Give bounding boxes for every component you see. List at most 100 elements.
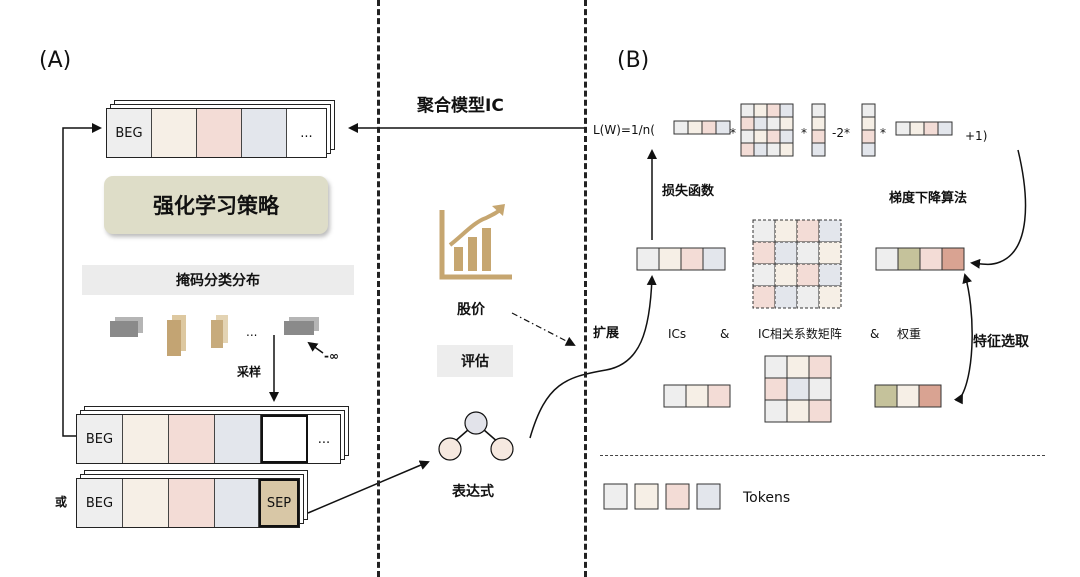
- token-cell: [197, 109, 242, 157]
- selected-weight-cell: [918, 384, 942, 408]
- ic-matrix-cell: [796, 241, 820, 265]
- sep-to-expression-arrow: [307, 460, 430, 514]
- formula-matrix-cell: [766, 103, 781, 118]
- rl-policy-label: 强化学习策略: [153, 194, 279, 218]
- selected-weight-cell: [874, 384, 898, 408]
- price-dashdot-arrow: [511, 312, 576, 346]
- ic-matrix-cell: [796, 285, 820, 309]
- ampersand: &: [720, 327, 730, 341]
- tokens-legend-label: Tokens: [743, 490, 791, 506]
- weight-cell: [919, 247, 943, 271]
- formula-vector-cell: [701, 120, 717, 135]
- formula-matrix-cell: [753, 142, 768, 157]
- formula-matrix-cell: [766, 142, 781, 157]
- ics-cell: [680, 247, 704, 271]
- expand-label: 扩展: [593, 326, 620, 341]
- selected-ics-cell: [685, 384, 709, 408]
- stock-price-label: 股价: [457, 302, 485, 318]
- op-minus2: -2*: [832, 126, 850, 140]
- formula-column-cell: [811, 129, 826, 144]
- neg-inf-arrow: [307, 341, 324, 354]
- formula-matrix-cell: [753, 129, 768, 144]
- separator-horizontal: [600, 455, 1045, 456]
- evaluate-box: 评估: [437, 345, 513, 377]
- separator-left: [377, 0, 380, 577]
- feature-select-arrow: [953, 273, 973, 405]
- feature-select-label: 特征选取: [973, 334, 1029, 350]
- expression-tree-icon: [438, 411, 514, 461]
- ic-matrix-cell: [818, 219, 842, 243]
- formula-matrix-cell: [740, 142, 755, 157]
- selected-ics-cell: [707, 384, 731, 408]
- neg-inf-label: -∞: [324, 349, 339, 363]
- weight-cell: [941, 247, 965, 271]
- token-cell: [152, 109, 197, 157]
- ic-matrix-cell: [752, 285, 776, 309]
- token-cell: [169, 479, 215, 527]
- token-cell: [215, 415, 261, 463]
- formula-vector-cell: [937, 121, 953, 136]
- selected-matrix-cell: [786, 399, 810, 423]
- formula-matrix-cell: [779, 142, 794, 157]
- ics-cell: [702, 247, 726, 271]
- sample-label: 采样: [237, 365, 262, 379]
- ic-matrix-cell: [752, 263, 776, 287]
- ic-matrix-cell: [774, 263, 798, 287]
- token-cell: [169, 415, 215, 463]
- legend-token-swatch: [665, 483, 690, 510]
- selected-matrix-cell: [764, 399, 788, 423]
- expand-curve-arrow: [529, 275, 657, 439]
- panel-b-label: (B): [617, 48, 650, 73]
- formula-matrix-cell: [766, 129, 781, 144]
- ic-matrix-cell: [818, 285, 842, 309]
- op-mult: *: [801, 126, 807, 140]
- separator-right: [584, 0, 587, 577]
- top-token-row: BEG ...: [106, 108, 327, 158]
- ic-matrix-cell: [818, 263, 842, 287]
- token-beg: BEG: [77, 415, 123, 463]
- selected-matrix-cell: [808, 355, 832, 379]
- panel-a-label: (A): [39, 48, 72, 73]
- formula-matrix-cell: [740, 116, 755, 131]
- ic-matrix-cell: [796, 219, 820, 243]
- matrix-grids: [603, 103, 965, 510]
- formula-column-cell: [861, 129, 876, 144]
- formula-column-cell: [811, 103, 826, 118]
- token-beg: BEG: [77, 479, 123, 527]
- formula-column-cell: [861, 103, 876, 118]
- ics-cell: [636, 247, 660, 271]
- selected-ics-cell: [663, 384, 687, 408]
- token-cell: [215, 479, 259, 527]
- token-ellipsis: ...: [317, 431, 331, 447]
- gradient-descent-arrow: [970, 149, 1027, 269]
- gradient-descent-label: 梯度下降算法: [889, 191, 968, 206]
- formula-matrix-cell: [740, 103, 755, 118]
- weight-cell: [897, 247, 921, 271]
- token-sampled-slot: [261, 415, 308, 463]
- ics-cell: [658, 247, 682, 271]
- formula-vector-cell: [673, 120, 689, 135]
- formula-matrix-cell: [779, 129, 794, 144]
- dots: ...: [246, 325, 258, 339]
- selected-matrix-cell: [764, 355, 788, 379]
- op-mult: *: [880, 126, 886, 140]
- formula-matrix-cell: [753, 103, 768, 118]
- formula-end: +1): [965, 129, 988, 143]
- ic-matrix-label: IC相关系数矩阵: [758, 327, 842, 341]
- selected-matrix-cell: [786, 355, 810, 379]
- formula-vector-cell: [909, 121, 925, 136]
- selected-matrix-cell: [808, 377, 832, 401]
- loss-function-label: 损失函数: [662, 184, 715, 199]
- selected-weight-cell: [896, 384, 920, 408]
- token-cell: [242, 109, 287, 157]
- mask-distribution-label: 掩码分类分布: [176, 273, 260, 289]
- selected-matrix-cell: [808, 399, 832, 423]
- ic-matrix-cell: [752, 219, 776, 243]
- token-cell: [123, 415, 169, 463]
- selected-matrix-cell: [786, 377, 810, 401]
- formula-matrix-cell: [779, 116, 794, 131]
- formula-vector-cell: [923, 121, 939, 136]
- legend-token-swatch: [696, 483, 721, 510]
- formula-matrix-cell: [766, 116, 781, 131]
